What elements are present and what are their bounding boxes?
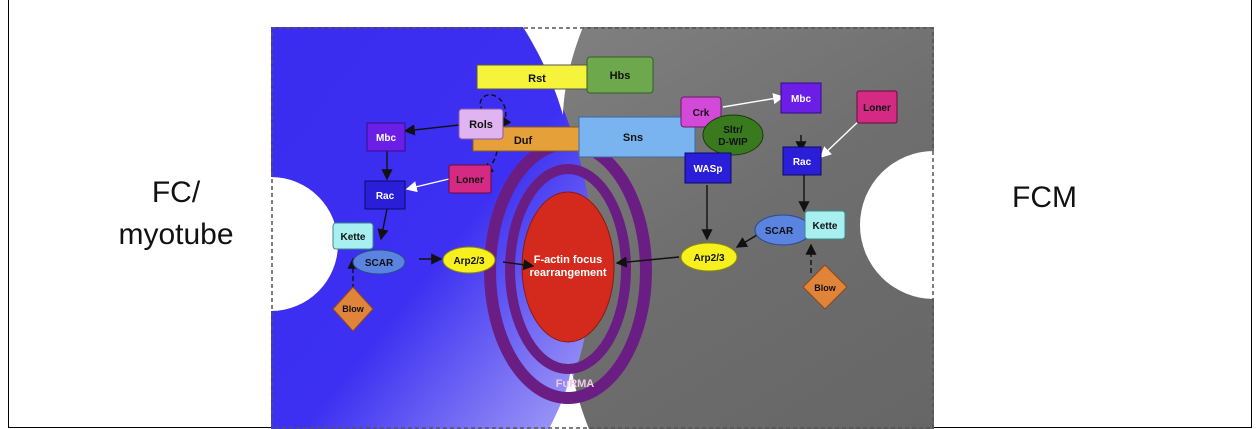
sltr-label-line2: D-WIP xyxy=(718,137,748,148)
factin-label-line1: F-actin focus xyxy=(534,254,602,266)
loner-right-label: Loner xyxy=(863,103,891,114)
rols-label: Rols xyxy=(469,119,493,131)
sns-node xyxy=(578,116,696,158)
factin-label-line2: rearrangement xyxy=(529,267,606,279)
fusion-pathway-diagram: F-actin focus rearrangement FuRMA Rst Hb… xyxy=(271,27,934,429)
rac-right-node xyxy=(782,146,822,176)
blow-right-node xyxy=(802,264,848,310)
sltr-label-line1: Sltr/ xyxy=(723,125,743,136)
arrow-rols-to-mbc xyxy=(403,124,460,136)
arrow-rac-to-scar-left xyxy=(377,208,389,241)
rac-right-label: Rac xyxy=(793,157,812,168)
arp-right-label: Arp2/3 xyxy=(693,253,725,264)
mbc-left-node xyxy=(366,122,406,152)
rst-node xyxy=(476,64,598,90)
fc-label-line2: myotube xyxy=(118,218,234,251)
scar-right-label: SCAR xyxy=(765,226,794,237)
rst-label: Rst xyxy=(528,73,546,85)
kette-left-label: Kette xyxy=(340,232,365,243)
hbs-node xyxy=(586,56,654,94)
kette-right-node xyxy=(804,210,846,240)
arrow-arp-left-to-factin xyxy=(502,259,535,271)
arp-left-label: Arp2/3 xyxy=(453,256,485,267)
white-arrow-loner-to-rac-right xyxy=(819,118,862,158)
rac-left-node xyxy=(364,180,406,210)
blow-left-node xyxy=(332,286,374,332)
loner-right-node xyxy=(856,90,898,124)
rols-node xyxy=(458,108,504,140)
arp-left-node xyxy=(442,246,496,274)
fcm-label: FCM xyxy=(1012,181,1077,214)
crk-label: Crk xyxy=(693,108,710,119)
hbs-label: Hbs xyxy=(610,70,631,82)
sltr-node xyxy=(702,114,764,156)
arp-right-node xyxy=(680,242,738,272)
white-arrow-crk-to-mbc-right xyxy=(722,93,785,108)
wasp-node xyxy=(684,152,732,184)
loner-left-node xyxy=(448,164,492,194)
fc-myotube-label: FC/ myotube xyxy=(96,172,256,256)
left-notch xyxy=(271,177,338,311)
factin-focus xyxy=(521,191,615,343)
wasp-label: WASp xyxy=(694,164,723,175)
furma-inner-ring xyxy=(505,164,631,374)
blow-left-label: Blow xyxy=(342,304,364,314)
mbc-right-label: Mbc xyxy=(791,94,811,105)
mbc-left-label: Mbc xyxy=(376,133,396,144)
loner-left-label: Loner xyxy=(456,175,484,186)
kette-left-node xyxy=(332,222,374,250)
arrow-arp-right-to-factin xyxy=(615,256,680,268)
fc-label-line1: FC/ xyxy=(151,176,201,209)
duf-label: Duf xyxy=(514,135,533,147)
arrow-scar-to-arp-right xyxy=(735,234,758,248)
scar-left-node xyxy=(352,249,406,275)
furma-label: FuRMA xyxy=(556,378,595,390)
kette-right-label: Kette xyxy=(812,221,837,232)
right-notch xyxy=(860,151,934,299)
white-arrow-loner-to-rac-left xyxy=(405,178,450,193)
sns-label: Sns xyxy=(623,132,643,144)
mbc-right-node xyxy=(780,82,822,114)
dashed-arrow-rols-duf xyxy=(479,94,512,129)
crk-node xyxy=(680,96,722,128)
blow-right-label: Blow xyxy=(814,283,836,293)
scar-left-label: SCAR xyxy=(365,258,394,269)
diagram-border xyxy=(271,27,934,429)
rac-left-label: Rac xyxy=(376,191,395,202)
